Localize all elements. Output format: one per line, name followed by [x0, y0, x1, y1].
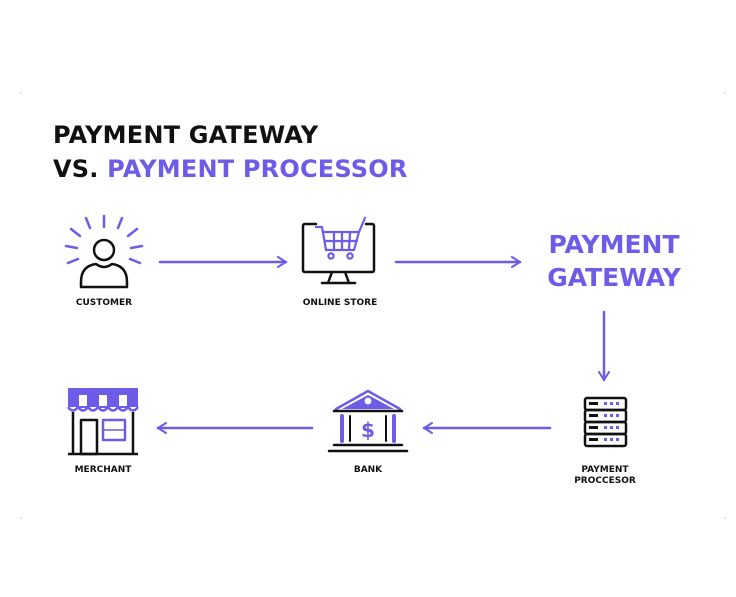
svg-text:$: $	[361, 418, 375, 442]
title-line-2-accent: PAYMENT PROCESSOR	[107, 155, 408, 183]
storefront-icon	[66, 388, 140, 456]
title-line-1: PAYMENT GATEWAY	[53, 121, 319, 149]
online-store-icon	[301, 216, 376, 285]
bank-icon: $	[327, 389, 409, 453]
corner-mark	[724, 92, 726, 94]
customer-label: CUSTOMER	[75, 298, 133, 308]
corner-mark	[724, 517, 726, 519]
corner-mark	[20, 517, 22, 519]
bank-label: BANK	[353, 465, 383, 475]
title-line-2-prefix: VS.	[53, 155, 108, 183]
payment-gateway-node: PAYMENT GATEWAY	[547, 230, 681, 292]
online-store-label: ONLINE STORE	[302, 298, 378, 308]
merchant-label: MERCHANT	[74, 465, 132, 475]
customer-icon	[64, 214, 144, 289]
payment-processor-label: PAYMENT PROCCESOR	[574, 465, 636, 486]
corner-mark	[20, 92, 22, 94]
page-title: PAYMENT GATEWAY VS. PAYMENT PROCESSOR	[53, 118, 408, 186]
server-icon	[583, 396, 628, 448]
